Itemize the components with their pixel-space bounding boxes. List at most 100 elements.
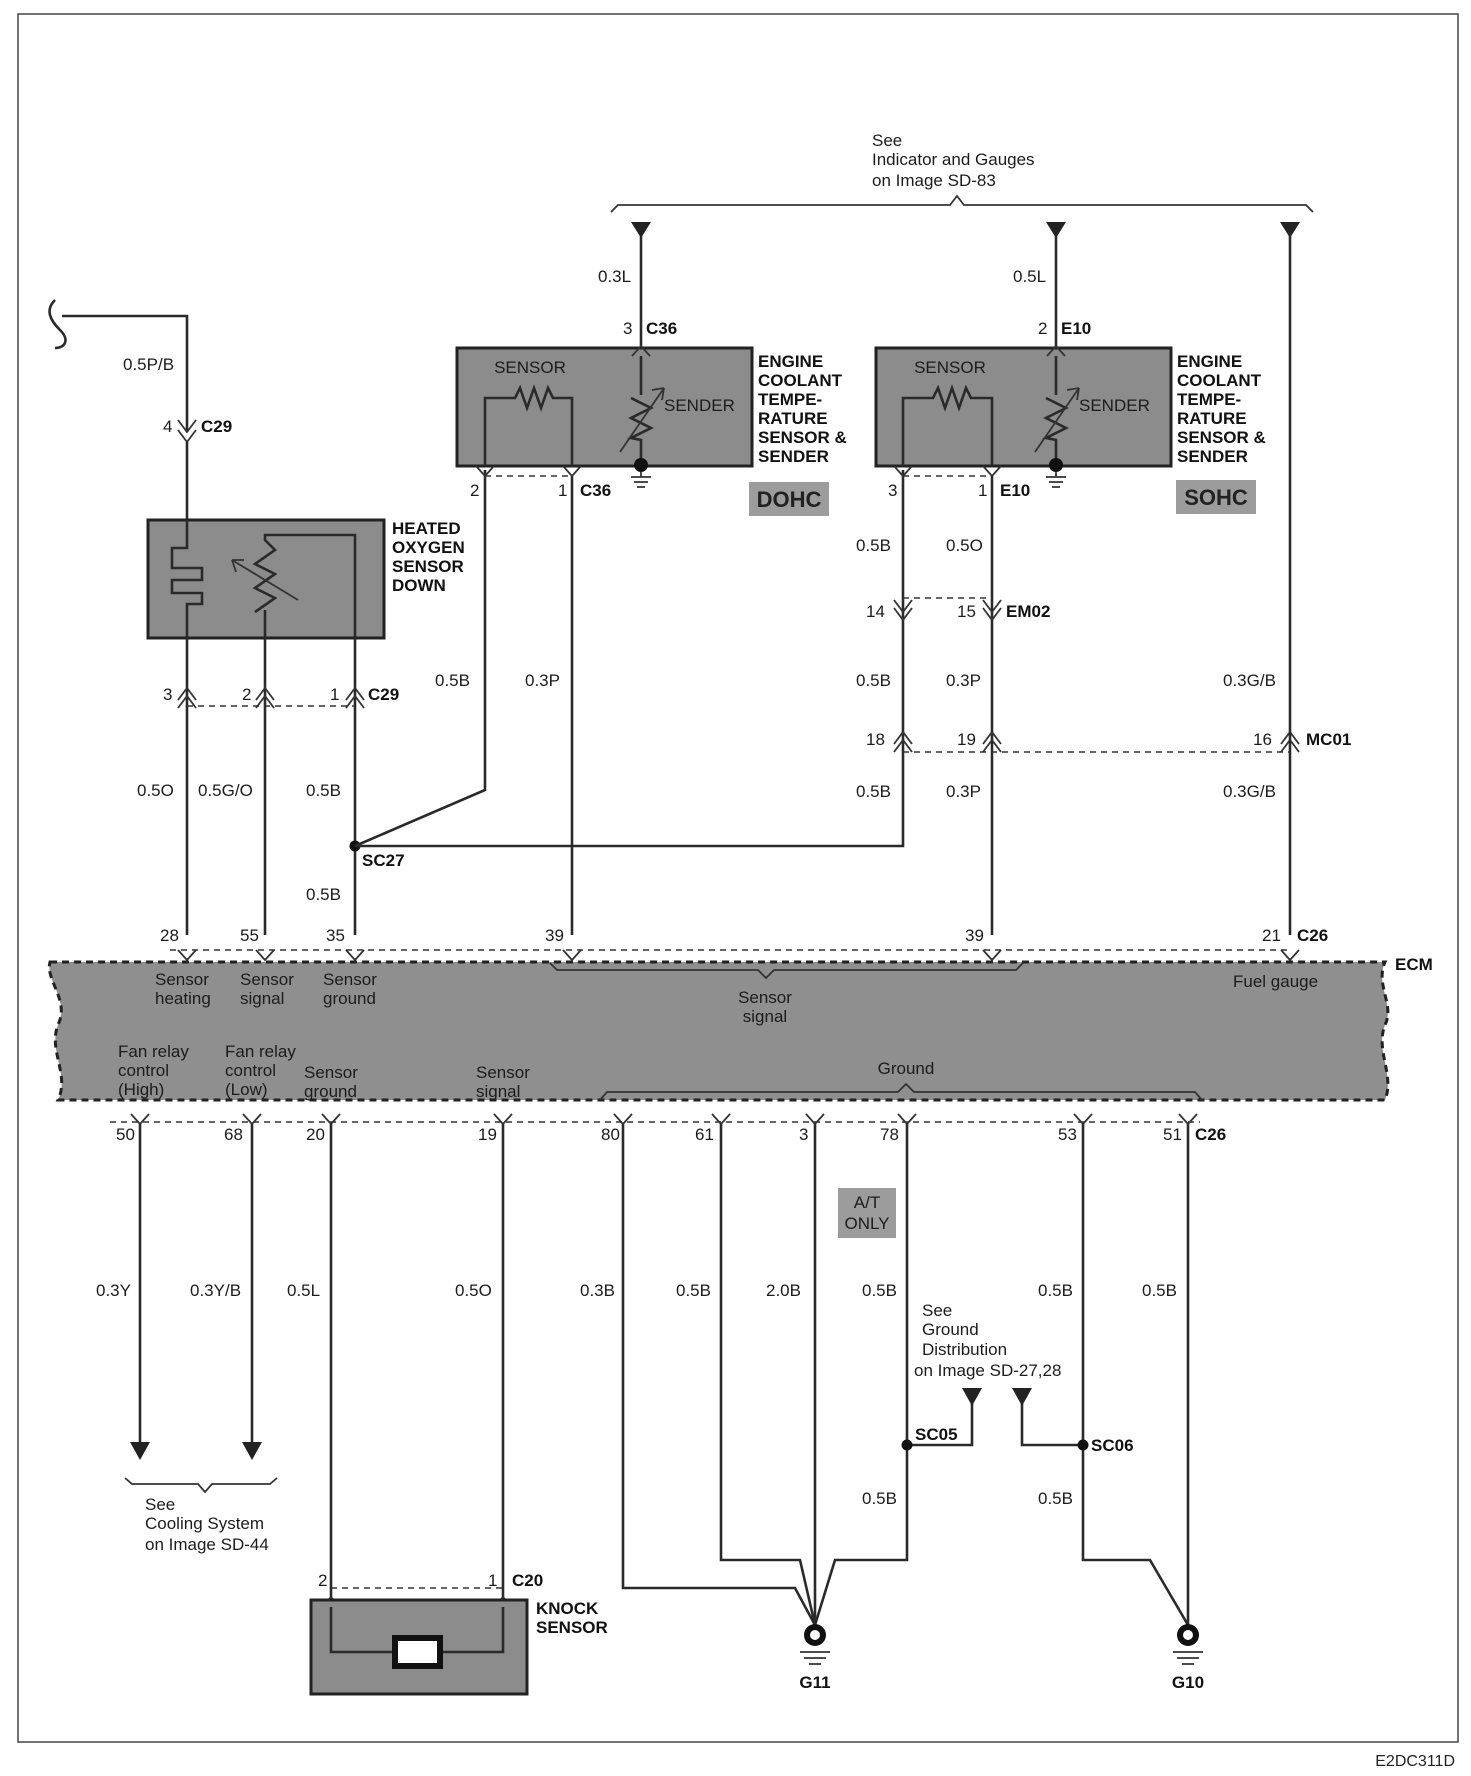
svg-text:TEMPE-: TEMPE- <box>758 390 822 409</box>
svg-text:0.3G/B: 0.3G/B <box>1223 671 1276 690</box>
svg-text:on Image SD-83: on Image SD-83 <box>872 171 996 190</box>
svg-text:0.5G/O: 0.5G/O <box>198 781 253 800</box>
svg-text:19: 19 <box>478 1125 497 1144</box>
sohc-tag <box>1176 480 1256 514</box>
svg-text:3: 3 <box>163 685 172 704</box>
svg-text:EM02: EM02 <box>1006 602 1050 621</box>
dohc-coolant-sensor: 0.3L 3 C36 SENSOR SENDER 2 1 C36 ENGINE … <box>435 222 847 935</box>
svg-text:See: See <box>145 1495 175 1514</box>
svg-text:ENGINE: ENGINE <box>1177 352 1242 371</box>
svg-text:signal: signal <box>476 1082 520 1101</box>
svg-text:0.5L: 0.5L <box>287 1281 320 1300</box>
svg-text:SENSOR: SENSOR <box>392 557 464 576</box>
svg-text:TEMPE-: TEMPE- <box>1177 390 1241 409</box>
svg-text:Fan relay: Fan relay <box>225 1042 296 1061</box>
fuel-gauge-wire: 0.3G/B 0.3G/B <box>1223 222 1300 935</box>
svg-text:50: 50 <box>116 1125 135 1144</box>
svg-text:0.3P: 0.3P <box>525 671 560 690</box>
svg-text:control: control <box>118 1061 169 1080</box>
svg-text:signal: signal <box>743 1007 787 1026</box>
ground-wires: 0.3B 0.5B 2.0B 0.5B 0.5B 0.5B A/T ONLY S… <box>580 1124 1204 1692</box>
svg-text:ONLY: ONLY <box>844 1214 889 1233</box>
svg-text:COOLANT: COOLANT <box>1177 371 1262 390</box>
svg-text:Fan relay: Fan relay <box>118 1042 189 1061</box>
svg-text:G10: G10 <box>1172 1673 1204 1692</box>
svg-text:HEATED: HEATED <box>392 519 461 538</box>
svg-text:RATURE: RATURE <box>1177 409 1247 428</box>
svg-text:0.5B: 0.5B <box>306 781 341 800</box>
svg-text:Indicator and Gauges: Indicator and Gauges <box>872 150 1035 169</box>
svg-text:Sensor: Sensor <box>476 1063 530 1082</box>
svg-text:SOHC: SOHC <box>1184 485 1248 510</box>
svg-text:Sensor: Sensor <box>155 970 209 989</box>
svg-text:Cooling System: Cooling System <box>145 1514 264 1533</box>
ecm-top-descriptors: Sensor heating Sensor signal Sensor grou… <box>155 962 1318 1026</box>
ecm-top-pin-markers <box>177 949 1300 962</box>
connector-c29-bottom <box>177 686 365 709</box>
svg-text:C29: C29 <box>368 685 399 704</box>
svg-text:0.5B: 0.5B <box>862 1489 897 1508</box>
connector-em02 <box>893 599 1002 622</box>
sensor-resistor <box>483 384 574 466</box>
svg-text:16: 16 <box>1253 730 1272 749</box>
svg-text:0.5B: 0.5B <box>1038 1489 1073 1508</box>
svg-text:3: 3 <box>623 319 632 338</box>
connector-mc01 <box>893 730 1300 753</box>
svg-text:0.5O: 0.5O <box>455 1281 492 1300</box>
svg-text:2: 2 <box>470 481 479 500</box>
svg-text:SENDER: SENDER <box>1177 447 1248 466</box>
svg-text:21: 21 <box>1262 926 1281 945</box>
svg-text:0.3Y: 0.3Y <box>96 1281 131 1300</box>
svg-text:0.3L: 0.3L <box>598 267 631 286</box>
svg-text:Sensor: Sensor <box>240 970 294 989</box>
svg-text:(Low): (Low) <box>225 1080 268 1099</box>
at-only-tag <box>838 1188 896 1238</box>
svg-text:COOLANT: COOLANT <box>758 371 843 390</box>
splice-sc05 <box>901 1439 913 1451</box>
svg-text:on Image SD-44: on Image SD-44 <box>145 1535 269 1554</box>
svg-text:0.5B: 0.5B <box>856 536 891 555</box>
svg-text:control: control <box>225 1061 276 1080</box>
svg-text:DOHC: DOHC <box>757 487 822 512</box>
svg-text:2: 2 <box>318 1571 327 1590</box>
svg-text:SENDER: SENDER <box>1079 396 1150 415</box>
svg-text:C36: C36 <box>646 319 677 338</box>
svg-text:0.3Y/B: 0.3Y/B <box>190 1281 241 1300</box>
svg-text:on Image SD-27,28: on Image SD-27,28 <box>914 1361 1061 1380</box>
ecm-bottom-pins: 50 68 20 19 80 61 3 78 53 51 C26 <box>116 1125 1226 1144</box>
figure-code: E2DC311D <box>1375 1753 1455 1770</box>
svg-text:3: 3 <box>888 481 897 500</box>
svg-text:signal: signal <box>240 989 284 1008</box>
svg-text:SC05: SC05 <box>915 1425 958 1444</box>
svg-text:SC27: SC27 <box>362 851 405 870</box>
svg-text:A/T: A/T <box>854 1193 880 1212</box>
svg-text:0.5B: 0.5B <box>1142 1281 1177 1300</box>
svg-text:1: 1 <box>558 481 567 500</box>
knock-sensor: 0.5L 0.5O 2 1 C20 KNOCK SENSOR <box>287 1124 608 1696</box>
svg-text:20: 20 <box>306 1125 325 1144</box>
svg-text:Sensor: Sensor <box>323 970 377 989</box>
svg-text:C36: C36 <box>580 481 611 500</box>
svg-text:15: 15 <box>957 602 976 621</box>
svg-text:SENSOR &: SENSOR & <box>1177 428 1266 447</box>
svg-text:0.3P: 0.3P <box>946 782 981 801</box>
ecm-top-pins: 28 55 35 39 39 21 C26 <box>160 926 1328 945</box>
svg-text:0.5B: 0.5B <box>856 782 891 801</box>
svg-text:1: 1 <box>488 1571 497 1590</box>
heated-oxygen-sensor: 0.5P/B 4 C29 HEATED OXYGEN SENSOR DOWN 3… <box>48 299 465 935</box>
svg-text:RATURE: RATURE <box>758 409 828 428</box>
svg-text:0.5B: 0.5B <box>306 885 341 904</box>
sohc-ground-symbol <box>1046 472 1066 488</box>
svg-text:E10: E10 <box>1061 319 1091 338</box>
svg-text:(High): (High) <box>118 1080 164 1099</box>
svg-text:14: 14 <box>866 602 885 621</box>
svg-text:SENDER: SENDER <box>664 396 735 415</box>
svg-text:SENSOR: SENSOR <box>914 358 986 377</box>
svg-text:ground: ground <box>304 1082 357 1101</box>
ecm-bottom-descriptors: Fan relay control (High) Fan relay contr… <box>118 1042 1203 1101</box>
svg-text:See: See <box>922 1301 952 1320</box>
svg-text:SENSOR &: SENSOR & <box>758 428 847 447</box>
svg-text:0.5O: 0.5O <box>137 781 174 800</box>
svg-text:DOWN: DOWN <box>392 576 446 595</box>
